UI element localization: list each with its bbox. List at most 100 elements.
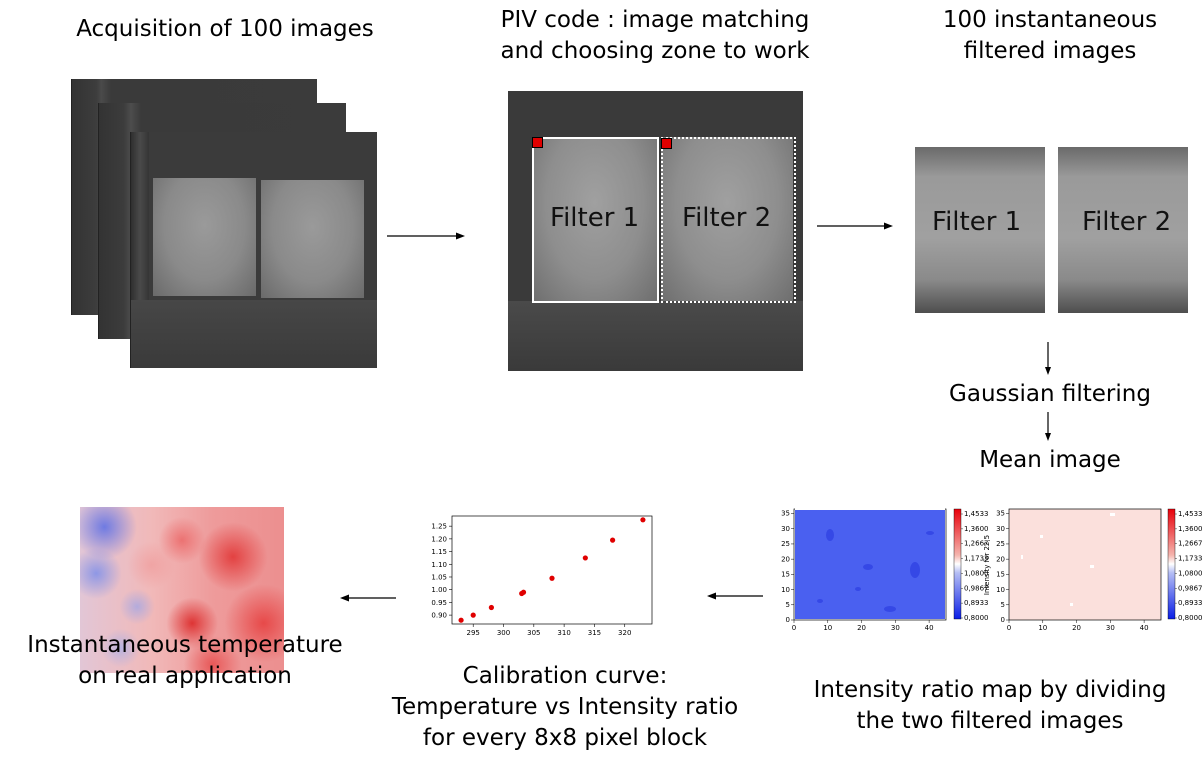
calibration-y-tick-label: 1.00 xyxy=(431,586,447,594)
arrow-left-2 xyxy=(340,594,396,602)
temperature-map xyxy=(80,507,284,673)
colorbar-2-tick-label: 0,9867 xyxy=(1178,584,1203,592)
temperature-label-line2: on real application xyxy=(78,663,292,689)
temperature-label-line1: Instantaneous temperature xyxy=(27,632,343,658)
calibration-y-tick-label: 1.25 xyxy=(431,523,447,531)
colorbar-2-tick-label: 0,8000 xyxy=(1178,614,1203,622)
filtered-image-2: Filter 2 xyxy=(1058,147,1188,313)
calibration-point xyxy=(582,555,588,561)
ratio-map-2-frame xyxy=(1008,508,1162,621)
map-1-y-tick-label: 20 xyxy=(781,555,790,563)
colorbar-2-tick-label: 1,1733 xyxy=(1178,555,1203,563)
calibration-label-line3: for every 8x8 pixel block xyxy=(422,725,708,751)
map-1-x-tick-label: 20 xyxy=(857,624,866,632)
colorbar-1-tick-label: 0,8000 xyxy=(964,614,989,622)
map-1-y-tick-label: 5 xyxy=(786,601,790,609)
map-2-x-tick-label: 0 xyxy=(1007,624,1011,632)
map-1-y-tick-label: 30 xyxy=(781,525,790,533)
map-2-y-tick-label: 30 xyxy=(996,525,1005,533)
map-1-y-tick-label: 25 xyxy=(781,540,790,548)
intensity-ratio-maps: 0 5 10 15 20 25 30 35 0 10 20 30 40 1,4533 1,3600 1,266… xyxy=(781,508,1203,632)
filter1-selection-box xyxy=(532,137,659,303)
map-1-y-tick-label: 15 xyxy=(781,571,790,579)
filter2-selection-box xyxy=(661,137,796,303)
map-1-y-tick-label: 35 xyxy=(781,510,790,518)
calibration-y-tick-label: 0.95 xyxy=(431,599,447,607)
colorbar-2-tick-label: 1,4533 xyxy=(1178,510,1203,518)
map-1-y-tick-label: 0 xyxy=(786,616,790,624)
map-2-y-tick-label: 20 xyxy=(996,555,1005,563)
piv-filter2-label: Filter 2 xyxy=(682,203,772,233)
map-2-y-tick-label: 5 xyxy=(1001,601,1005,609)
acquired-image-front xyxy=(130,132,377,368)
map-2-x-tick-label: 30 xyxy=(1106,624,1115,632)
filtered-filter2-label: Filter 2 xyxy=(1082,207,1172,237)
acquisition-label: Acquisition of 100 images xyxy=(76,16,374,42)
map-2-y-tick-label: 35 xyxy=(996,510,1005,518)
calibration-point xyxy=(640,517,646,523)
filter2-region xyxy=(661,137,793,301)
colorbar-1-axis-label: Intensity for 22,5 xyxy=(983,535,991,595)
colorbar-1-tick-label: 1,2667 xyxy=(964,540,989,548)
colorbar-2-tick-label: 1,3600 xyxy=(1178,525,1203,533)
calibration-point xyxy=(610,537,616,543)
piv-image: Filter 1 Filter 2 xyxy=(508,91,803,371)
filtered-label-line2: filtered images xyxy=(963,38,1137,64)
calibration-y-tick-label: 0.90 xyxy=(431,612,447,620)
arrow-down-1 xyxy=(1045,342,1051,375)
colorbar-2-tick-label: 1,2667 xyxy=(1178,540,1203,548)
filter1-region xyxy=(532,137,657,301)
piv-label-line2: and choosing zone to work xyxy=(500,38,810,64)
colorbar-2-tick-label: 1,0800 xyxy=(1178,569,1203,577)
map-1-x-tick-label: 30 xyxy=(891,624,900,632)
calibration-y-tick-label: 1.10 xyxy=(431,561,447,569)
map-1-x-tick-label: 10 xyxy=(823,624,832,632)
map-2-y-tick-label: 15 xyxy=(996,571,1005,579)
map-2-x-tick-label: 40 xyxy=(1140,624,1149,632)
ratio-label-line1: Intensity ratio map by dividing xyxy=(813,677,1167,703)
ratio-label-line2: the two filtered images xyxy=(856,708,1124,734)
map-2-y-tick-label: 25 xyxy=(996,540,1005,548)
calibration-x-tick-label: 310 xyxy=(557,629,570,637)
map-2-x-tick-label: 20 xyxy=(1072,624,1081,632)
arrow-right-1 xyxy=(387,232,465,240)
map-1-y-tick-label: 10 xyxy=(781,586,790,594)
colorbar-1-tick-label: 1,3600 xyxy=(964,525,989,533)
map-2-x-tick-label: 10 xyxy=(1038,624,1047,632)
mean-image-label: Mean image xyxy=(979,447,1121,473)
filter1-marker xyxy=(532,137,543,148)
colorbar-1-tick-label: 1,1733 xyxy=(964,555,989,563)
filtered-label-line1: 100 instantaneous xyxy=(942,7,1158,33)
colorbar-1-tick-label: 1,4533 xyxy=(964,510,989,518)
piv-filter1-label: Filter 1 xyxy=(550,203,640,233)
calibration-point xyxy=(520,589,527,595)
filtered-image-1: Filter 1 xyxy=(915,147,1045,313)
calibration-x-tick-label: 300 xyxy=(497,629,510,637)
calibration-point xyxy=(458,617,464,623)
piv-label-line1: PIV code : image matching xyxy=(500,7,810,33)
arrow-right-2 xyxy=(817,222,893,230)
map-2-y-tick-label: 10 xyxy=(996,586,1005,594)
calibration-y-tick-label: 1.15 xyxy=(431,548,447,556)
colorbar-1-tick-label: 1,0800 xyxy=(964,569,989,577)
colorbar-1 xyxy=(953,508,962,620)
calibration-label-line2: Temperature vs Intensity ratio xyxy=(391,694,739,720)
map-1-x-tick-label: 0 xyxy=(792,624,796,632)
arrow-down-2 xyxy=(1045,412,1051,441)
calibration-plot-area xyxy=(451,515,653,625)
arrow-left-1 xyxy=(707,592,763,600)
gaussian-label: Gaussian filtering xyxy=(949,381,1151,407)
calibration-x-tick-label: 320 xyxy=(618,629,631,637)
calibration-point xyxy=(470,612,476,618)
colorbar-1-tick-label: 0,8933 xyxy=(964,599,989,607)
calibration-y-tick-label: 1.05 xyxy=(431,573,447,581)
map-1-x-tick-label: 40 xyxy=(925,624,934,632)
filtered-filter1-label: Filter 1 xyxy=(932,207,1022,237)
map-2-y-tick-label: 0 xyxy=(1001,616,1005,624)
colorbar-2 xyxy=(1167,508,1176,620)
calibration-label-line1: Calibration curve: xyxy=(462,663,668,689)
filter2-marker xyxy=(661,138,672,149)
calibration-point xyxy=(549,575,555,581)
colorbar-2-tick-label: 0,8933 xyxy=(1178,599,1203,607)
